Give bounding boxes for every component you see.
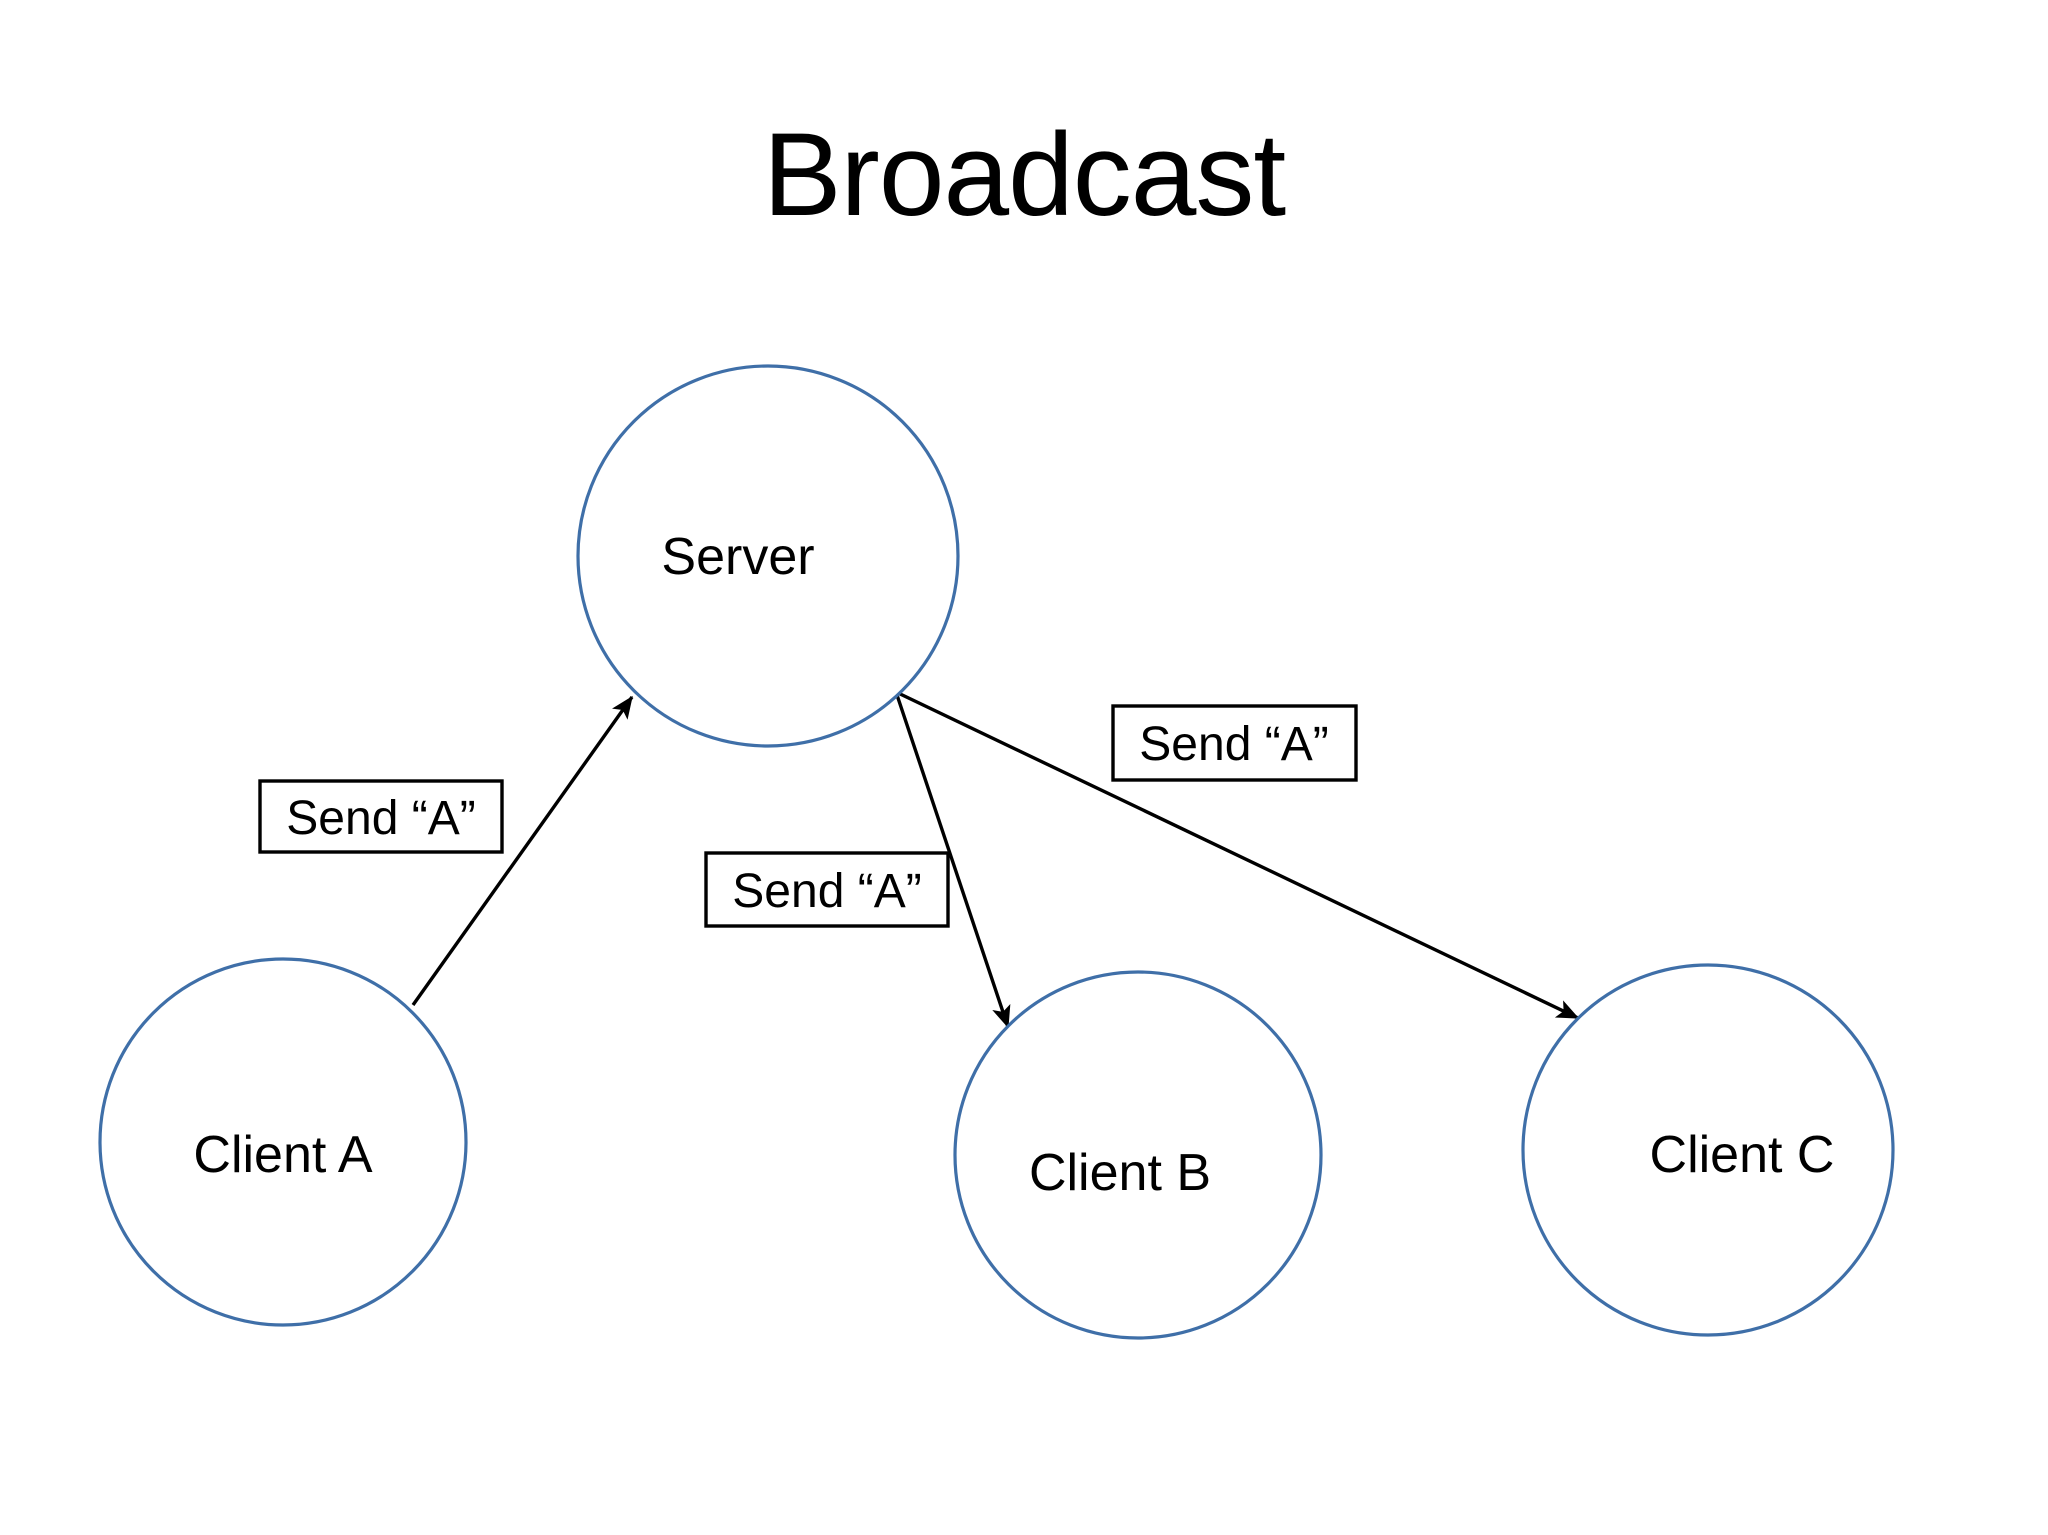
client-b-circle[interactable] xyxy=(953,970,1323,1340)
edge-label-box-client-a-to-server xyxy=(258,779,504,854)
edge-client-a-to-server: Send “A” xyxy=(258,695,634,1006)
node-client-c[interactable]: Client C xyxy=(1521,963,1895,1337)
arrow-server-to-client-c xyxy=(895,690,1580,1020)
node-client-b[interactable]: Client B xyxy=(953,970,1323,1340)
client-a-circle[interactable] xyxy=(98,957,468,1327)
server-circle[interactable] xyxy=(576,364,960,748)
client-c-label: Client C xyxy=(1650,1126,1835,1184)
node-client-a[interactable]: Client A xyxy=(98,957,468,1327)
edge-label-server-to-client-c: Send “A” xyxy=(1139,718,1328,771)
page-title: Broadcast xyxy=(762,109,1286,241)
client-a-label: Client A xyxy=(193,1126,373,1184)
edge-server-to-client-c: Send “A” xyxy=(895,690,1580,1020)
arrow-client-a-to-server xyxy=(411,695,634,1006)
node-server[interactable]: Server xyxy=(576,364,960,748)
edge-label-server-to-client-b: Send “A” xyxy=(732,865,921,918)
edge-label-box-server-to-client-c xyxy=(1111,704,1358,782)
node-group: Server Client A Client B Client C xyxy=(98,364,1895,1340)
server-label: Server xyxy=(661,528,814,586)
edge-group: Send “A” Send “A” Send “A” xyxy=(258,690,1580,1029)
client-c-circle[interactable] xyxy=(1521,963,1895,1337)
arrow-server-to-client-b xyxy=(894,691,1011,1029)
client-b-label: Client B xyxy=(1029,1144,1211,1202)
edge-label-client-a-to-server: Send “A” xyxy=(286,792,475,845)
edge-label-box-server-to-client-b xyxy=(704,851,950,928)
edge-server-to-client-b: Send “A” xyxy=(704,691,1011,1029)
